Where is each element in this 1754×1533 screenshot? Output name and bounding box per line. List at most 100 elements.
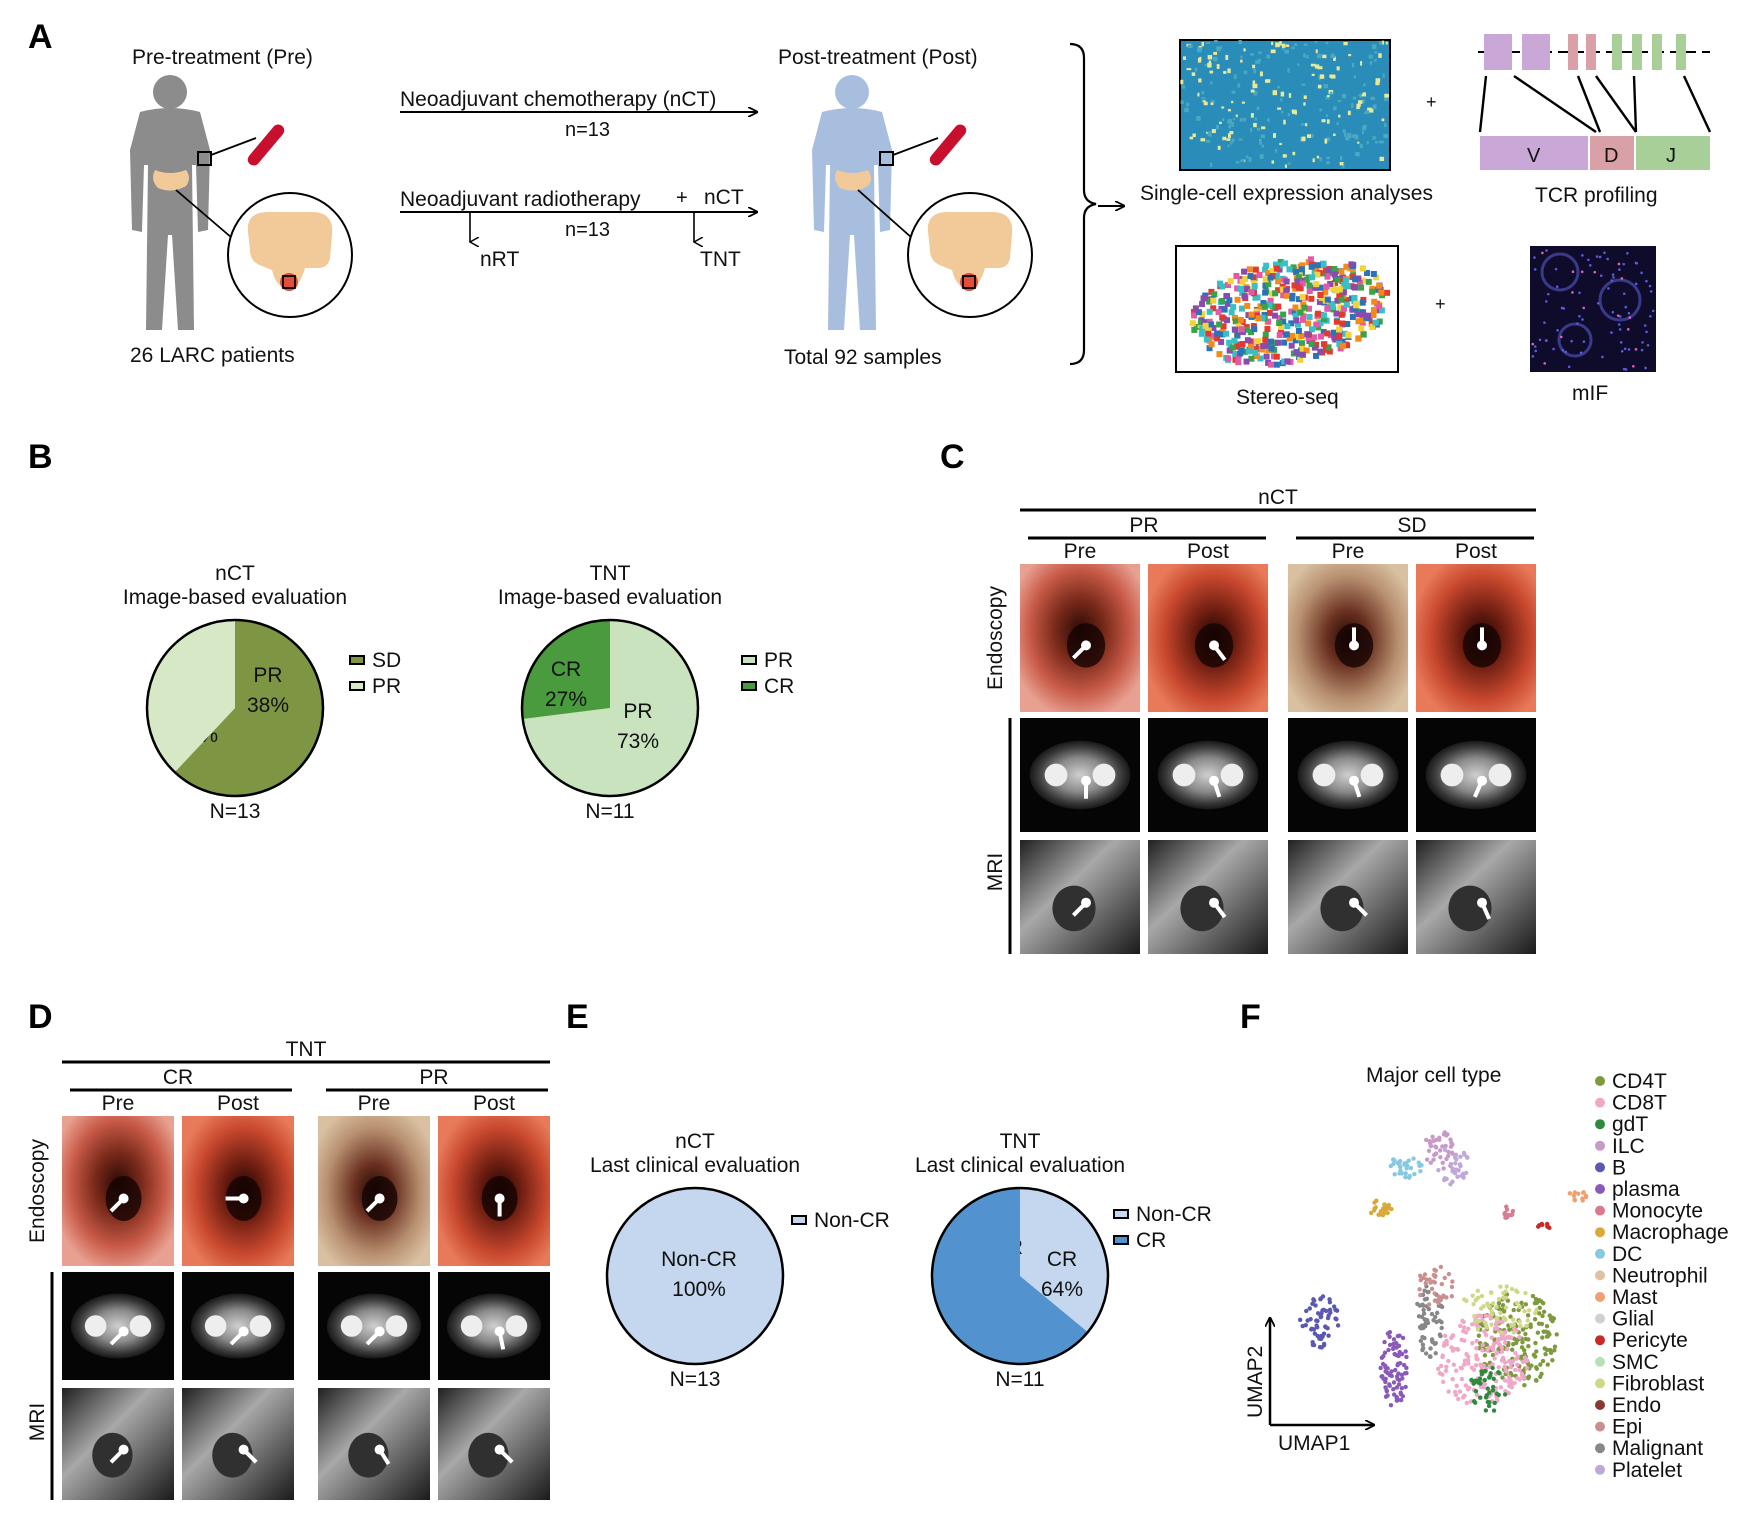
col-header-post: Post [217,1092,259,1115]
legend-label-mast: Mast [1612,1286,1658,1309]
col-header-post: Post [1455,540,1497,563]
legend-dot-endo [1595,1400,1605,1410]
legend-dot-plasma [1595,1184,1605,1194]
pie-slice-sd [174,620,324,797]
stereo-seq-map [1189,256,1391,368]
legend-label-pr: PR [764,649,793,672]
slice-label-cr: CR [1047,1248,1077,1271]
legend-label-platelet: Platelet [1612,1459,1682,1482]
plus-sign-1: + [1426,92,1437,112]
post-colon-zoom [907,192,1033,318]
tcr-diagram [1478,34,1712,170]
slice-label-cr: CR [551,658,581,681]
col-header-pre: Pre [102,1092,135,1115]
pre-blood-tube-icon [247,124,285,166]
panel-letter-a: A [28,18,53,56]
legend-label-epi: Epi [1612,1416,1642,1439]
slice-label-pr: PR [253,664,282,687]
arm2-n: n=13 [565,219,610,241]
pre-colon-zoom [227,192,353,318]
pre-treatment-title: Pre-treatment (Pre) [132,46,313,69]
pre-colon-icon [153,170,189,191]
pie-slice-pr [522,620,698,797]
legend-dot-monocyte [1595,1205,1605,1216]
legend-dot-neutrophil [1595,1270,1605,1281]
group-header-sd: SD [1397,514,1426,537]
legend-dot-mast [1595,1292,1605,1302]
legend-label-malignant: Malignant [1612,1437,1703,1460]
legend-label-non-cr: Non-CR [814,1209,890,1232]
pie-slice-cr [932,1188,1088,1364]
umap-plot [1297,1130,1589,1413]
pre-biopsy-box [197,151,212,166]
legend-label-ilc: ILC [1612,1135,1645,1158]
slice-percent-cr: 64% [1041,1278,1083,1301]
slice-label-pr: PR [623,700,652,723]
arm2-branch-tnt: TNT [700,248,741,271]
legend-dot-epi [1595,1421,1605,1432]
legend-label-cd8t: CD8T [1612,1092,1667,1115]
post-colon-icon [835,170,871,191]
legend-dot-glial [1595,1313,1605,1324]
legend-dot-cd8t [1595,1097,1605,1108]
patients-label: 26 LARC patients [130,344,295,367]
pie-outline [520,618,700,798]
pie-slice-pr [147,620,235,773]
col-header-post: Post [1187,540,1229,563]
pie-title: TNT [590,562,631,585]
legend-label-cr: CR [764,675,794,698]
pie-outline [605,1186,785,1366]
legend-label-smc: SMC [1612,1351,1659,1374]
legend-label-cd4t: CD4T [1612,1070,1667,1093]
group-header-top: nCT [1258,486,1298,509]
legend-dot-pericyte [1595,1335,1605,1346]
mif-label: mIF [1572,382,1608,405]
row-label-mri: MRI [26,1403,49,1442]
legend-swatch-non-cr [1113,1209,1129,1219]
legend-label-gdt: gdT [1612,1113,1648,1136]
legend-label-non-cr: Non-CR [1136,1203,1212,1226]
legend-dot-gdt [1595,1119,1605,1130]
pie-title: nCT [675,1130,715,1153]
legend-label-endo: Endo [1612,1394,1661,1417]
umap-x-label: UMAP1 [1278,1432,1350,1455]
pie-subtitle: Last clinical evaluation [590,1154,800,1177]
col-header-pre: Pre [1332,540,1365,563]
post-biopsy-box [879,151,894,166]
arm1-n: n=13 [565,119,610,141]
tcr-seg-d: D [1604,145,1618,167]
tcr-seg-v: V [1527,145,1541,167]
legend-swatch-pr [349,681,365,691]
slice-percent-pr: 38% [247,694,289,717]
legend-swatch-non-cr [791,1215,807,1225]
single-cell-heatmap [1179,39,1391,171]
panel-f: F Major cell type UMAP1 UMAP2 CD4TCD8Tgd… [1240,998,1729,1482]
panel-letter-c: C [940,438,965,476]
legend-label-fibroblast: Fibroblast [1612,1372,1704,1395]
pre-human-silhouette [130,75,210,330]
legend-label-cr: CR [1136,1229,1166,1252]
legend-dot-smc [1595,1356,1605,1367]
legend-label-glial: Glial [1612,1308,1654,1331]
single-cell-label: Single-cell expression analyses [1140,182,1433,205]
group-header-pr: PR [1129,514,1158,537]
slice-percent-cr: 27% [545,688,587,711]
group-header-cr: CR [163,1066,193,1089]
tcr-seg-j: J [1666,145,1676,167]
samples-label: Total 92 samples [784,346,942,369]
legend-swatch-pr [741,655,757,665]
legend-dot-b [1595,1162,1605,1173]
group-header-pr: PR [419,1066,448,1089]
legend-swatch-sd [349,655,365,665]
legend-label-macrophage: Macrophage [1612,1221,1729,1244]
legend-dot-dc [1595,1248,1605,1259]
pie-n-label: N=13 [670,1368,721,1391]
legend-dot-macrophage [1595,1227,1605,1238]
arm1-label: Neoadjuvant chemotherapy (nCT) [400,88,716,111]
pie-title: TNT [1000,1130,1041,1153]
